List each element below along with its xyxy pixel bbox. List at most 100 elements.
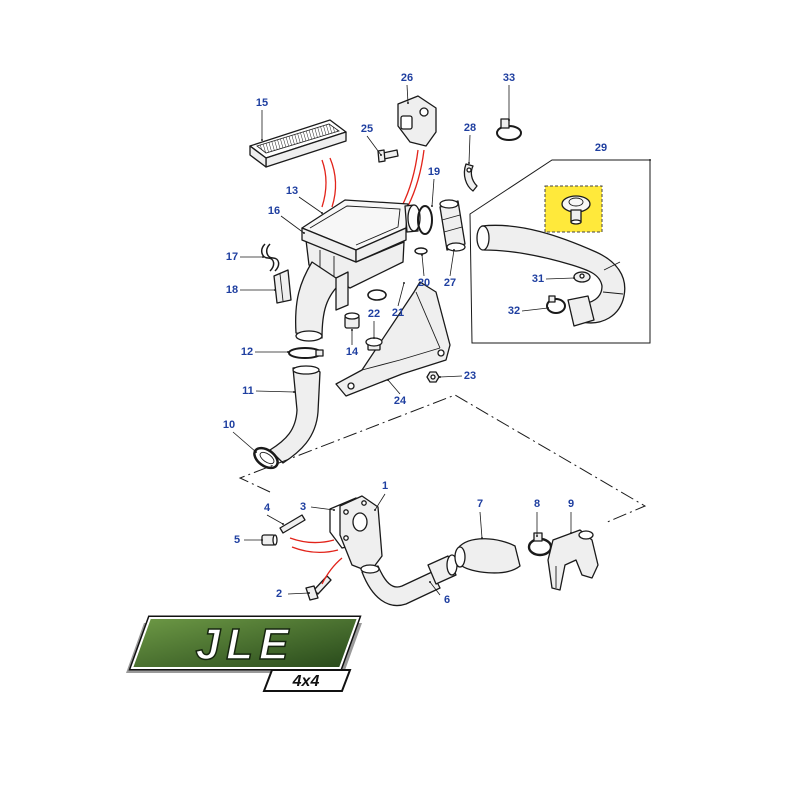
callout-21: 21 bbox=[392, 307, 404, 319]
callout-5: 5 bbox=[234, 534, 240, 546]
callout-14: 14 bbox=[346, 346, 359, 358]
part-14-mount bbox=[344, 312, 360, 329]
cap-end bbox=[272, 534, 278, 546]
callout-15: 15 bbox=[256, 97, 268, 109]
part-24-bracket bbox=[335, 281, 451, 397]
part-7-hose bbox=[454, 538, 521, 574]
seal-ring bbox=[417, 205, 433, 235]
callout-22: 22 bbox=[368, 308, 380, 320]
sensor-connector bbox=[400, 115, 413, 130]
logo-main-text: JLE bbox=[196, 620, 295, 669]
callout-18: 18 bbox=[226, 284, 238, 296]
elbow-end bbox=[360, 564, 380, 574]
housing-hole bbox=[361, 500, 367, 506]
callout-16: 16 bbox=[268, 205, 280, 217]
part-6-elbow-hose bbox=[360, 554, 458, 607]
air-filter-pleats bbox=[256, 123, 340, 154]
housing-hole bbox=[343, 509, 349, 515]
part-23-nut bbox=[426, 371, 440, 383]
clip-pin bbox=[466, 167, 472, 173]
breather-hose-band bbox=[602, 291, 624, 295]
part-5-cap bbox=[261, 534, 278, 546]
part-9-tee-piece bbox=[547, 529, 599, 591]
fitting-lines-lower bbox=[289, 537, 343, 585]
support-bracket-hole bbox=[437, 349, 445, 357]
part-15-air-filter bbox=[249, 119, 347, 168]
leader-line-25 bbox=[366, 135, 382, 156]
breather-cap-stem-end bbox=[570, 219, 582, 225]
part-4-stud bbox=[279, 514, 306, 534]
callout-20: 20 bbox=[418, 277, 430, 289]
clamp-band bbox=[546, 298, 566, 314]
leader-line-24 bbox=[387, 379, 401, 395]
red-fit-line bbox=[407, 149, 425, 207]
leader-line-21 bbox=[397, 282, 405, 307]
red-fit-line bbox=[321, 557, 343, 585]
hose-end bbox=[454, 546, 466, 568]
grommet-ring bbox=[367, 289, 387, 301]
callout-11: 11 bbox=[242, 385, 254, 397]
callout-3: 3 bbox=[300, 501, 306, 513]
callout-7: 7 bbox=[477, 498, 483, 510]
fitting-lines-upper bbox=[321, 149, 425, 208]
leader-line-3 bbox=[310, 506, 335, 511]
leader-line-19 bbox=[431, 178, 435, 207]
support-bracket-body bbox=[335, 281, 451, 397]
callout-1: 1 bbox=[382, 480, 388, 492]
housing-hole bbox=[343, 535, 349, 541]
coupler-top bbox=[439, 199, 459, 209]
part-22-mount bbox=[365, 337, 383, 351]
part-21-ring bbox=[367, 289, 387, 301]
part-10-clamp bbox=[253, 446, 279, 470]
small-ring bbox=[414, 247, 428, 255]
nut-hole bbox=[430, 374, 436, 380]
air-box-elbow-end bbox=[295, 330, 323, 342]
mount-top bbox=[344, 312, 360, 320]
part-32-clamp bbox=[546, 295, 566, 314]
red-fit-line bbox=[329, 157, 337, 208]
hose-end bbox=[292, 365, 320, 375]
breather-cap-top bbox=[568, 197, 584, 207]
coupler-bottom bbox=[446, 242, 466, 252]
callout-26: 26 bbox=[401, 72, 413, 84]
part-19-seal bbox=[417, 205, 433, 235]
leader-line-31 bbox=[545, 277, 575, 280]
leader-line-4 bbox=[266, 514, 284, 525]
part-11-hose bbox=[269, 365, 321, 464]
callout-12: 12 bbox=[241, 346, 253, 358]
callout-29: 29 bbox=[595, 142, 607, 154]
callout-13: 13 bbox=[286, 185, 298, 197]
leader-lines bbox=[232, 84, 651, 596]
air-box-lid-right bbox=[355, 227, 407, 263]
support-bracket-hole bbox=[347, 382, 355, 390]
coupler-band bbox=[441, 214, 461, 221]
part-2-bolt bbox=[305, 575, 332, 601]
sensor-hole bbox=[419, 107, 429, 117]
callout-24: 24 bbox=[394, 395, 407, 407]
air-filter-end bbox=[249, 145, 267, 168]
breather-hose-band bbox=[603, 261, 621, 271]
group-boundary bbox=[238, 394, 647, 524]
callout-27: 27 bbox=[444, 277, 456, 289]
tee-end bbox=[578, 530, 594, 540]
air-box-outlet bbox=[407, 204, 421, 232]
callout-labels: 1 2 3 4 5 6 7 8 9 10 11 12 13 14 15 16 1… bbox=[223, 72, 607, 606]
leader-line-10 bbox=[232, 431, 257, 453]
mount-top bbox=[365, 337, 383, 347]
breather-hose-end bbox=[476, 225, 490, 251]
part-31-clip bbox=[573, 271, 591, 283]
leader-line-1 bbox=[374, 493, 386, 511]
callout-8: 8 bbox=[534, 498, 540, 510]
leader-line-32 bbox=[521, 307, 549, 312]
hose-body bbox=[457, 538, 521, 574]
red-fit-line bbox=[291, 546, 339, 554]
callout-28: 28 bbox=[464, 122, 476, 134]
clip-tab bbox=[315, 349, 324, 357]
part-17-clip bbox=[260, 243, 280, 272]
breather-hose bbox=[481, 224, 626, 324]
jle-logo: JLE 4x4 bbox=[126, 615, 362, 692]
part-29-inset bbox=[469, 159, 651, 344]
clamp-tab bbox=[548, 295, 556, 303]
breather-connector bbox=[567, 295, 595, 327]
part-1-housing bbox=[339, 495, 383, 573]
